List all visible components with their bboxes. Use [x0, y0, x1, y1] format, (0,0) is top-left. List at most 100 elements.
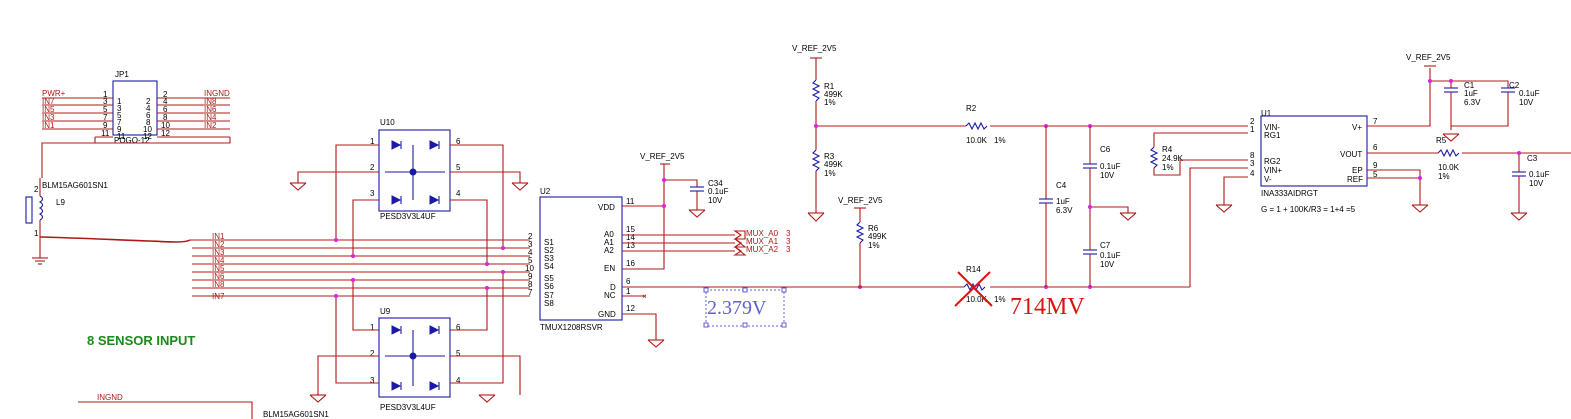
jp1-body [112, 80, 158, 136]
supply-caps: V_REF_2V5 C1 1uF 6.3V C2 0.1uF 10V [1406, 53, 1540, 142]
svg-text:VOUT: VOUT [1340, 150, 1362, 159]
svg-text:10.0K: 10.0K [966, 295, 988, 304]
svg-text:RG2: RG2 [1264, 157, 1281, 166]
annotations: 2.379V 714MV 8 SENSOR INPUT [87, 287, 1085, 348]
svg-text:IN6: IN6 [212, 272, 225, 281]
svg-text:×: × [642, 292, 647, 301]
svg-text:1uF: 1uF [1056, 197, 1070, 206]
svg-text:10: 10 [161, 121, 170, 130]
svg-text:R1: R1 [824, 82, 835, 91]
svg-text:V-: V- [1264, 175, 1272, 184]
svg-text:5: 5 [456, 163, 461, 172]
voltage-annotation[interactable]: 2.379V [707, 297, 767, 319]
svg-text:V_REF_2V5: V_REF_2V5 [640, 152, 685, 161]
svg-text:11: 11 [117, 132, 126, 141]
svg-text:1: 1 [370, 137, 375, 146]
svg-text:R14: R14 [966, 265, 981, 274]
mux-a0-tag: MUX_A0 [746, 229, 779, 238]
svg-text:7: 7 [103, 113, 108, 122]
r4-resistor: R4 24.9K 1% [1149, 132, 1248, 176]
svg-text:S7: S7 [544, 291, 554, 300]
svg-text:C1: C1 [1464, 81, 1475, 90]
svg-text:8: 8 [163, 113, 168, 122]
svg-text:10V: 10V [1519, 98, 1534, 107]
svg-text:4: 4 [1250, 169, 1255, 178]
svg-text:A2: A2 [604, 246, 614, 255]
jp1-net-ingnd: INGND [204, 89, 230, 98]
svg-text:BLM15AG601SN1: BLM15AG601SN1 [263, 410, 329, 419]
svg-text:11: 11 [101, 129, 110, 138]
mux-input-nets: IN1 IN2 IN3 IN4 IN5 IN6 IN8 IN7 [190, 232, 530, 301]
svg-text:10.0K: 10.0K [966, 136, 988, 145]
svg-text:2: 2 [34, 185, 39, 194]
r14-resistor: R14 10.0K 1% [954, 265, 1006, 307]
svg-text:GND: GND [598, 310, 616, 319]
svg-text:R4: R4 [1162, 145, 1173, 154]
svg-text:6: 6 [163, 105, 168, 114]
svg-text:IN3: IN3 [212, 248, 225, 257]
svg-text:2: 2 [528, 232, 533, 241]
svg-text:4: 4 [146, 104, 151, 113]
svg-text:0.1uF: 0.1uF [1100, 251, 1121, 260]
svg-text:2: 2 [370, 349, 375, 358]
svg-text:10.0K: 10.0K [1438, 163, 1460, 172]
svg-text:3: 3 [1250, 159, 1255, 168]
svg-text:S2: S2 [544, 246, 554, 255]
r2-resistor: R2 10.0K 1% [965, 104, 1248, 145]
svg-text:1: 1 [1250, 125, 1255, 134]
svg-text:9: 9 [103, 121, 108, 130]
svg-text:1: 1 [370, 323, 375, 332]
svg-text:C2: C2 [1509, 81, 1520, 90]
svg-text:S8: S8 [544, 299, 554, 308]
svg-text:1: 1 [34, 229, 39, 238]
svg-text:IN7: IN7 [212, 292, 225, 301]
svg-text:12: 12 [161, 129, 170, 138]
mv-annotation: 714MV [1010, 294, 1085, 320]
svg-text:1: 1 [103, 90, 108, 99]
u10-pesd: U10 PESD3V3L4UF 1 2 3 6 5 4 [289, 118, 529, 264]
output-filter: R5 10.0K 1% C3 0.1uF 10V [1367, 136, 1571, 221]
bottom-partial: INGND BLM15AG601SN1 [78, 393, 329, 419]
svg-text:3: 3 [528, 240, 533, 249]
svg-text:5: 5 [103, 105, 108, 114]
svg-text:6: 6 [456, 323, 461, 332]
bus-junctions [334, 238, 505, 298]
svg-text:EN: EN [604, 264, 615, 273]
jp1-net-in3: IN3 [42, 113, 55, 122]
l9-ref: L9 [56, 198, 65, 207]
svg-text:0.1uF: 0.1uF [1519, 89, 1540, 98]
svg-text:10: 10 [143, 125, 152, 134]
svg-text:0.1uF: 0.1uF [708, 187, 729, 196]
svg-text:C7: C7 [1100, 241, 1111, 250]
svg-text:11: 11 [626, 197, 635, 206]
u9-pesd: U9 PESD3V3L4UF 1 2 3 6 5 4 [309, 272, 521, 412]
jp1-ref: JP1 [115, 70, 129, 79]
svg-text:R5: R5 [1436, 136, 1447, 145]
svg-text:PESD3V3L4UF: PESD3V3L4UF [380, 212, 436, 221]
mux-a1-tag: MUX_A1 [746, 237, 779, 246]
svg-text:15: 15 [626, 225, 635, 234]
svg-text:9: 9 [117, 125, 122, 134]
svg-text:PESD3V3L4UF: PESD3V3L4UF [380, 403, 436, 412]
jp1-net-in6: IN6 [204, 105, 217, 114]
svg-text:10V: 10V [1100, 171, 1115, 180]
jp1-net-pwr: PWR+ [42, 89, 66, 98]
svg-text:8: 8 [528, 280, 533, 289]
svg-text:8: 8 [146, 118, 151, 127]
svg-text:U10: U10 [380, 118, 395, 127]
svg-text:9: 9 [528, 272, 533, 281]
u1-ina333: U1 INA333AIDRGT G = 1 + 100K/R3 = 1+4 =5… [1215, 68, 1431, 214]
svg-text:C3: C3 [1527, 154, 1538, 163]
svg-text:10V: 10V [1529, 179, 1544, 188]
c34-capacitor: V_REF_2V5 C34 0.1uF 10V [640, 152, 729, 218]
svg-text:R6: R6 [868, 224, 879, 233]
svg-text:R3: R3 [824, 152, 835, 161]
svg-text:12: 12 [626, 304, 635, 313]
svg-text:7: 7 [528, 288, 533, 297]
svg-text:6: 6 [1373, 143, 1378, 152]
svg-text:3: 3 [117, 104, 122, 113]
svg-text:IN4: IN4 [212, 256, 225, 265]
svg-text:NC: NC [604, 291, 616, 300]
svg-text:16: 16 [626, 259, 635, 268]
